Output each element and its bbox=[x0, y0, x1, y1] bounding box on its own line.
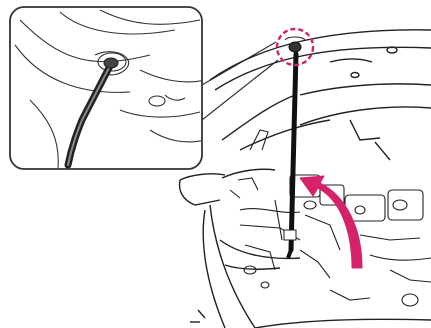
callout-lines bbox=[202, 42, 278, 120]
engine-compartment bbox=[230, 130, 431, 306]
inset-detail bbox=[10, 7, 205, 169]
rod-clip bbox=[284, 230, 296, 240]
hood-rod-icon bbox=[284, 54, 296, 258]
arrow-up-icon bbox=[300, 176, 362, 268]
open-hood bbox=[210, 30, 431, 160]
car-body bbox=[180, 169, 431, 328]
